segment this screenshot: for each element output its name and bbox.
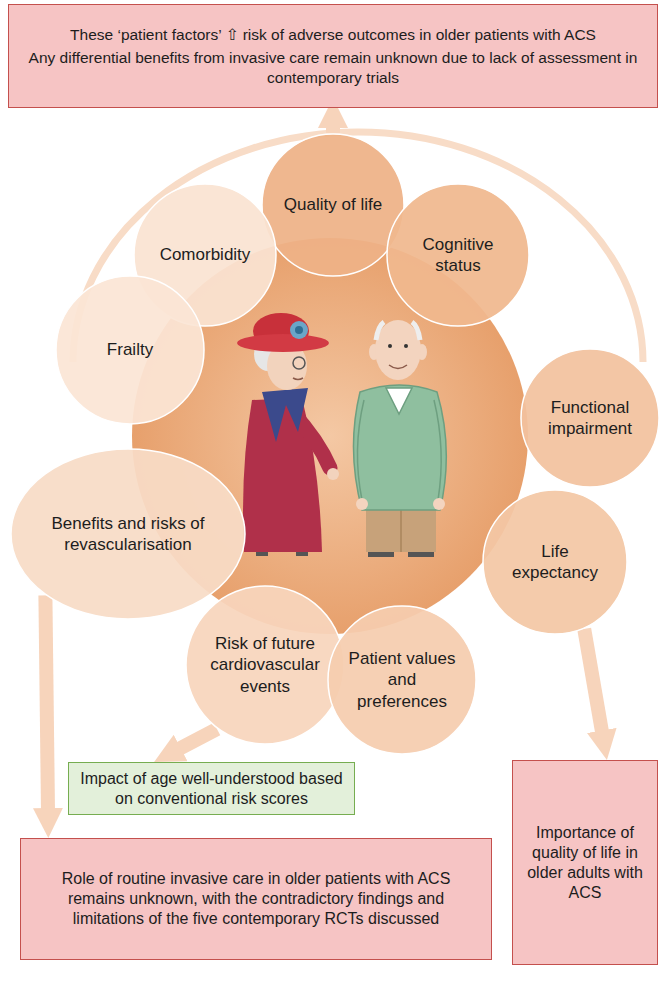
circle-label: Patient values and preferences: [347, 648, 457, 712]
finding-box: Importance of quality of life in older a…: [512, 760, 658, 965]
factor-circle: Frailty: [55, 275, 205, 425]
circle-fill: [521, 349, 659, 487]
text-block: Impact of age well-understood based on c…: [76, 769, 347, 809]
factor-circle: Patient values and preferences: [327, 605, 477, 755]
text-block: Cognitive status: [406, 234, 510, 277]
circle-outline: [386, 183, 530, 327]
circle-outline: [10, 448, 246, 620]
box-text: Importance of quality of life in older a…: [522, 823, 648, 903]
text-block: These ‘patient factors’ ⇧ risk of advers…: [18, 25, 648, 87]
factor-circle: Benefits and risks of revascularisation: [10, 448, 246, 620]
circle-label: Frailty: [107, 339, 153, 360]
text-block: Frailty: [75, 339, 185, 360]
circle-fill: [262, 134, 404, 276]
flow-arrow: [174, 729, 217, 752]
finding-box: Impact of age well-understood based on c…: [68, 762, 355, 815]
circle-label: Quality of life: [284, 194, 382, 215]
text-block: Comorbidity: [150, 244, 260, 265]
box-text: Any differential benefits from invasive …: [18, 48, 648, 87]
circle-label: Comorbidity: [160, 244, 251, 265]
text-block: Life expectancy: [502, 541, 608, 584]
text-block: Role of routine invasive care in older p…: [36, 869, 476, 929]
circle-outline: [482, 489, 628, 635]
text-block: Quality of life: [281, 194, 385, 215]
factor-circle: Functional impairment: [520, 348, 660, 488]
factor-circle: Life expectancy: [482, 489, 628, 635]
box-text: Role of routine invasive care in older p…: [36, 869, 476, 929]
older-woman-figure: [237, 313, 339, 556]
circle-label: Risk of future cardiovascular events: [206, 633, 324, 697]
text-block: Importance of quality of life in older a…: [522, 823, 648, 903]
circle-fill: [483, 490, 627, 634]
flow-arrow: [45, 595, 48, 816]
circle-label: Life expectancy: [502, 541, 608, 584]
older-man-figure: [353, 320, 446, 557]
circle-fill: [186, 586, 344, 744]
text-block: Patient values and preferences: [347, 648, 457, 712]
circle-label: Cognitive status: [406, 234, 510, 277]
circle-label: Benefits and risks of revascularisation: [40, 513, 216, 556]
circle-fill: [56, 276, 204, 424]
circle-fill: [11, 449, 245, 619]
finding-box: Role of routine invasive care in older p…: [20, 838, 492, 960]
factor-circle: Risk of future cardiovascular events: [185, 585, 345, 745]
factor-circle: Quality of life: [261, 133, 405, 277]
box-text: These ‘patient factors’ ⇧ risk of advers…: [70, 25, 596, 44]
factor-circle: Cognitive status: [386, 183, 530, 327]
circle-fill: [328, 606, 476, 754]
flow-arrow: [584, 629, 603, 738]
circle-fill: [387, 184, 529, 326]
flow-arrow: [326, 120, 340, 133]
box-text: Impact of age well-understood based on c…: [76, 769, 347, 809]
finding-box: These ‘patient factors’ ⇧ risk of advers…: [8, 4, 658, 108]
text-block: Benefits and risks of revascularisation: [40, 513, 216, 556]
circle-label: Functional impairment: [538, 397, 642, 440]
circle-outline: [520, 348, 660, 488]
text-block: Functional impairment: [538, 397, 642, 440]
text-block: Risk of future cardiovascular events: [206, 633, 324, 697]
